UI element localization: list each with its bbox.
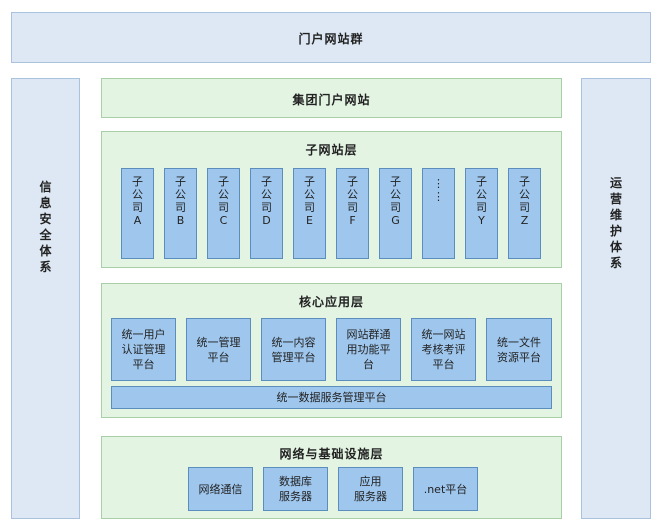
portal-group-title: 门户网站群 [298, 32, 364, 46]
unified-user-auth-platform: 统一用户 认证管理 平台 [111, 318, 176, 381]
infra-layer-title: 网络与基础设施层 [279, 447, 384, 461]
subsite-layer-title: 子网站层 [305, 143, 358, 157]
application-server: 应用 服务器 [338, 467, 403, 511]
subsite-box-ellipsis: ⋮⋮ [422, 168, 455, 259]
unified-content-platform: 统一内容 管理平台 [261, 318, 326, 381]
core-layer-title: 核心应用层 [298, 295, 364, 309]
infra-layer-panel: 网络与基础设施层 网络通信 数据库 服务器 应用 服务器 .net平台 [101, 436, 562, 519]
portal-group-banner: 门户网站群 [11, 12, 651, 63]
operations-column: 运 营 维 护 体 系 [581, 78, 651, 519]
network-communication: 网络通信 [188, 467, 253, 511]
core-layer-panel: 核心应用层 统一用户 认证管理 平台 统一管理 平台 统一内容 管理平台 网站群… [101, 283, 562, 418]
unified-data-service-platform: 统一数据服务管理平台 [111, 386, 552, 409]
group-portal-title: 集团门户网站 [292, 93, 371, 107]
info-security-label: 信 息 安 全 体 系 [39, 180, 52, 274]
database-server: 数据库 服务器 [263, 467, 328, 511]
info-security-column: 信 息 安 全 体 系 [11, 78, 80, 519]
site-evaluation-platform: 统一网站 考核考评 平台 [411, 318, 476, 381]
dotnet-platform: .net平台 [413, 467, 478, 511]
site-group-common-platform: 网站群通 用功能平 台 [336, 318, 401, 381]
group-portal-panel: 集团门户网站 [101, 78, 562, 118]
unified-management-platform: 统一管理 平台 [186, 318, 251, 381]
unified-file-resource-platform: 统一文件 资源平台 [486, 318, 552, 381]
operations-label: 运 营 维 护 体 系 [609, 176, 622, 270]
